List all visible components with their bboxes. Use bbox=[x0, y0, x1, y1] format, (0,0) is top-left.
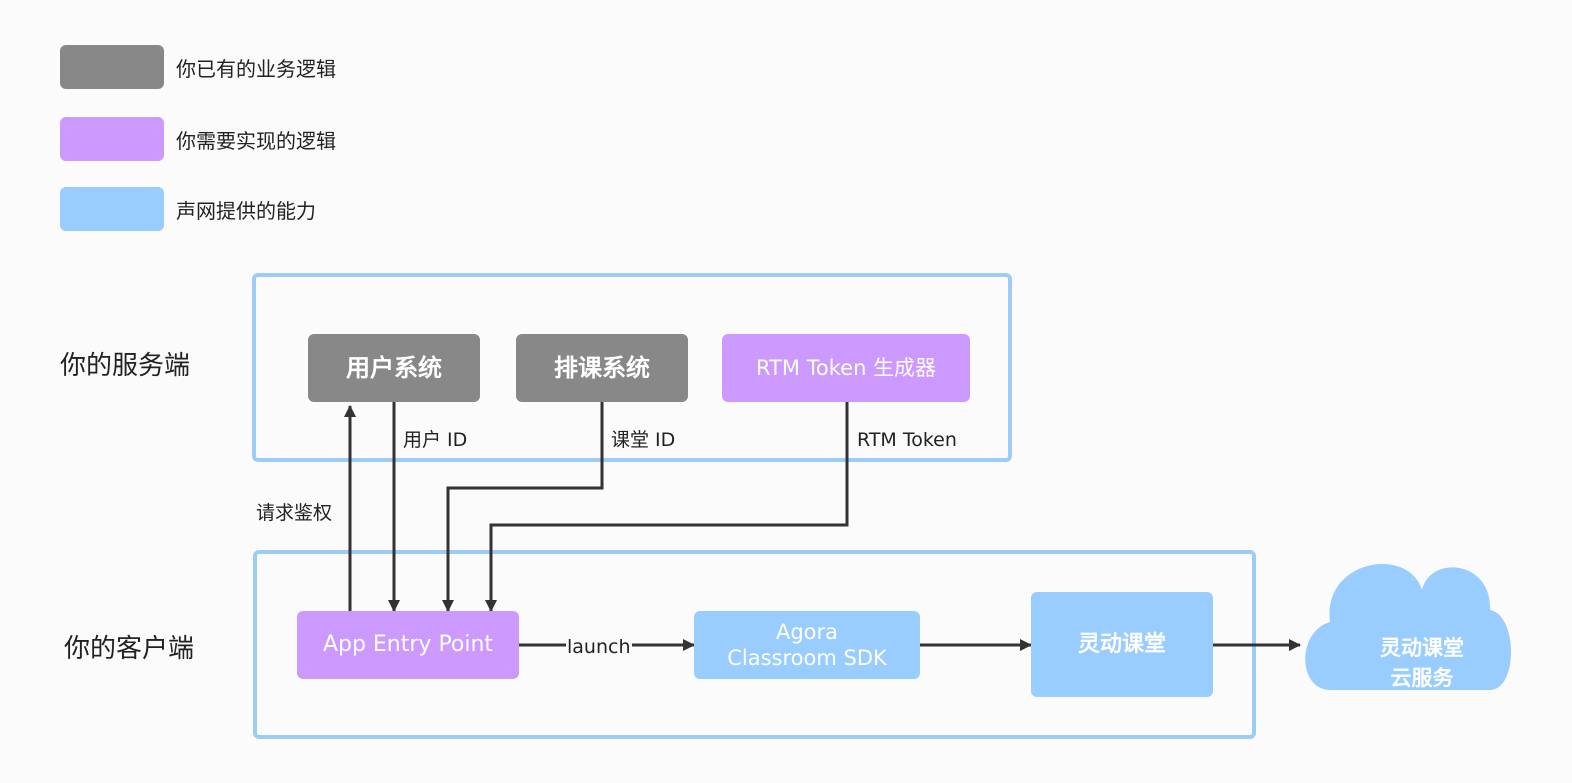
cloud-service-line2: 云服务 bbox=[1390, 666, 1454, 690]
edge-label-user-id: 用户 ID bbox=[403, 429, 468, 451]
legend-swatch-existing bbox=[60, 45, 164, 89]
legend-label-to-implement: 你需要实现的逻辑 bbox=[176, 129, 336, 153]
client-group-label: 你的客户端 bbox=[64, 634, 195, 664]
legend-label-agora: 声网提供的能力 bbox=[176, 199, 316, 223]
node-classroom-sdk-line1: Agora bbox=[775, 619, 839, 644]
cloud-icon bbox=[1305, 563, 1511, 690]
edge-label-auth-request: 请求鉴权 bbox=[256, 502, 333, 524]
edge-label-launch: launch bbox=[566, 636, 632, 658]
legend-swatch-to-implement bbox=[60, 117, 164, 161]
node-user-system: 用户系统 bbox=[308, 334, 480, 402]
edge-class-id bbox=[442, 402, 604, 612]
node-rtm-token-generator: RTM Token 生成器 bbox=[722, 334, 970, 402]
server-group bbox=[252, 273, 1012, 462]
node-app-entry-point: App Entry Point bbox=[297, 611, 519, 679]
cloud-service-label: 灵动课堂 云服务 bbox=[1362, 633, 1482, 693]
node-schedule-system: 排课系统 bbox=[516, 334, 688, 402]
legend-swatch-agora bbox=[60, 187, 164, 231]
node-classroom-sdk: Agora Classroom SDK bbox=[694, 611, 920, 679]
edge-label-class-id: 课堂 ID bbox=[611, 429, 676, 451]
edge-rtm-token bbox=[485, 402, 849, 612]
legend-label-existing: 你已有的业务逻辑 bbox=[176, 57, 336, 81]
server-group-label: 你的服务端 bbox=[60, 351, 191, 381]
edge-label-rtm-token: RTM Token bbox=[857, 429, 957, 451]
cloud-service-line1: 灵动课堂 bbox=[1380, 636, 1464, 660]
node-flexible-classroom: 灵动课堂 bbox=[1031, 592, 1213, 697]
node-classroom-sdk-line2: Classroom SDK bbox=[727, 646, 887, 670]
